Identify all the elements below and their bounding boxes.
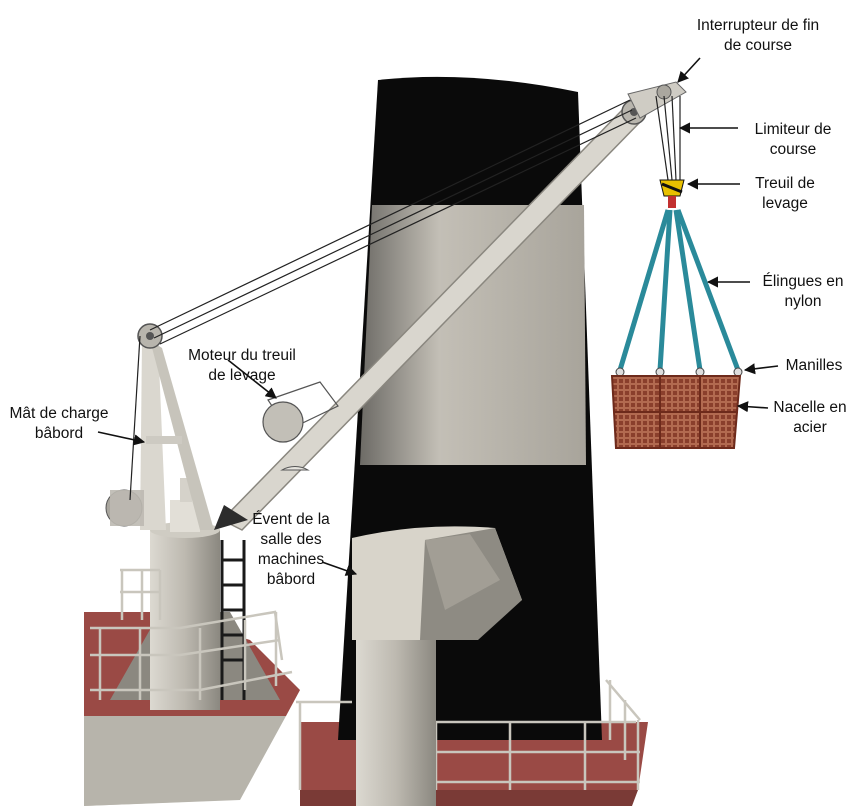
arrow-hoist-motor: [227, 359, 277, 399]
label-steel-basket: Nacelle en acier: [773, 399, 847, 436]
arrow-port-derrick: [97, 431, 146, 446]
arrow-engine-room-vent: [321, 561, 358, 576]
shackles: [615, 367, 743, 377]
hoist-motor: [262, 381, 339, 471]
arrow-steel-basket: [736, 401, 769, 413]
label-travel-limiter: Limiteur de course: [754, 121, 832, 158]
label-hoist-motor: Moteur du treuil de levage: [188, 347, 296, 384]
wire-ropes: [129, 95, 681, 501]
derrick-mast: [105, 323, 214, 530]
label-hoist-winch: Treuil de levage: [755, 175, 815, 212]
label-shackles: Manilles: [785, 357, 843, 374]
arrow-limit-switch: [677, 57, 701, 83]
leader-lines: [97, 57, 779, 576]
label-port-derrick: Mât de charge bâbord: [9, 405, 109, 442]
label-engine-room-vent: Évent de la salle des machines bâbord: [252, 511, 330, 588]
hook-block: [659, 179, 685, 208]
label-nylon-slings: Élingues en nylon: [762, 273, 844, 310]
label-limit-switch: Interrupteur de fin de course: [696, 17, 820, 54]
engine-room-vent: [352, 526, 522, 806]
steel-basket: [610, 375, 742, 449]
arrow-shackles: [743, 363, 779, 375]
railing-left: [90, 568, 293, 700]
nylon-slings: [617, 209, 741, 371]
